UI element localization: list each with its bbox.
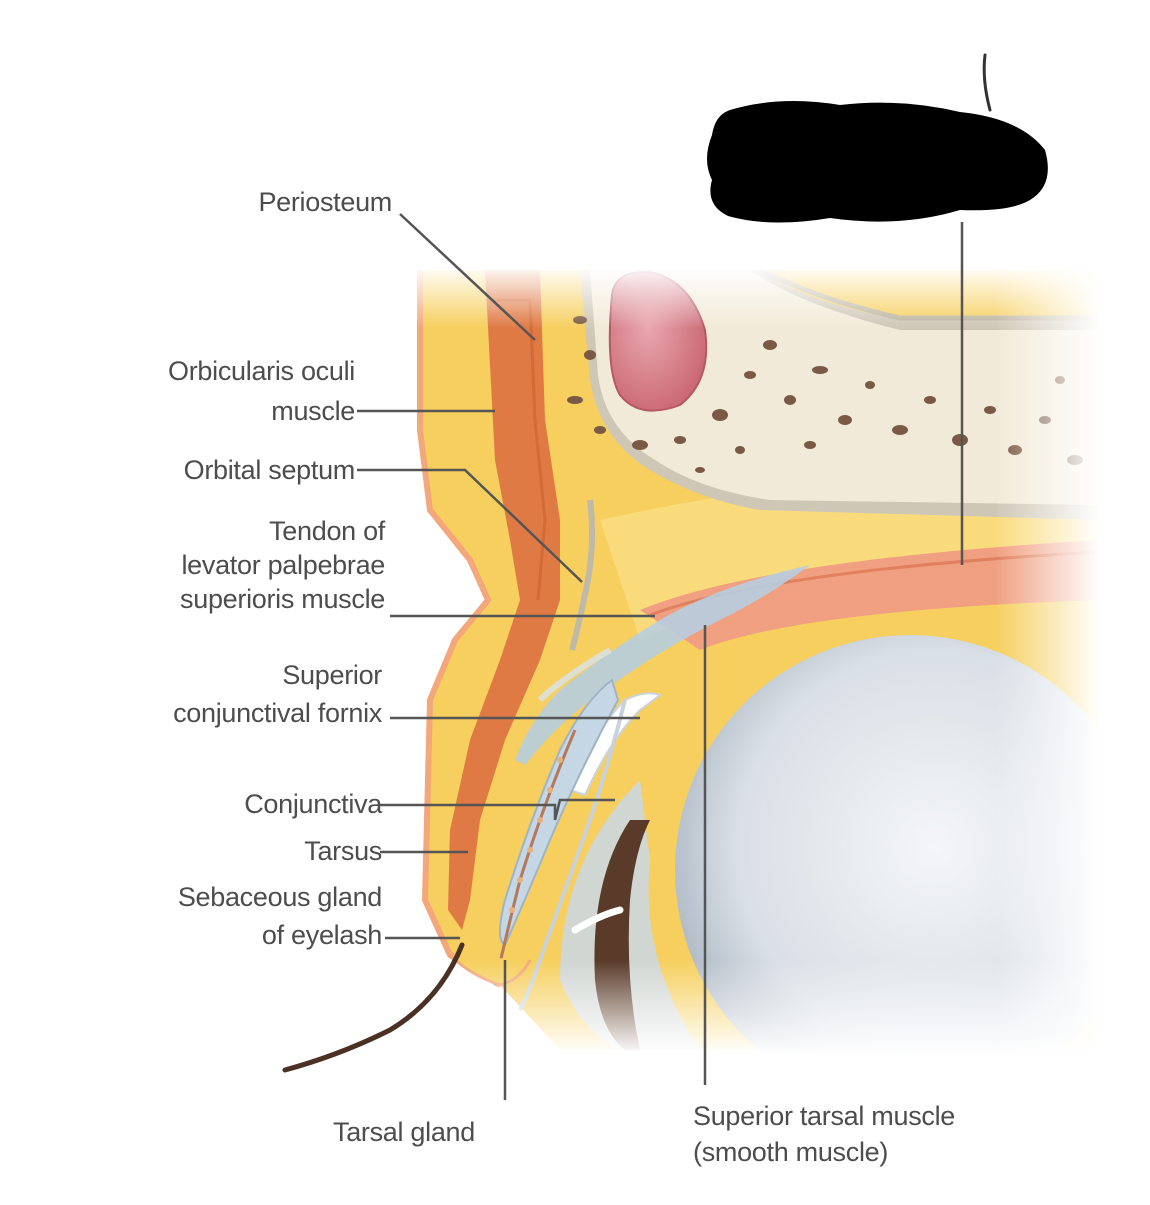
label-conjunctiva: Conjunctiva: [244, 789, 382, 819]
label-superior-conjunctival-fornix: Superior conjunctival fornix: [173, 660, 382, 728]
label-periosteum: Periosteum: [258, 187, 392, 217]
redaction-icon: [707, 101, 1048, 223]
label-tendon-levator: Tendon of levator palpebrae superioris m…: [180, 516, 385, 614]
label-superior-tarsal-muscle: Superior tarsal muscle (smooth muscle): [693, 1101, 956, 1167]
label-tarsal-gland: Tarsal gland: [333, 1117, 475, 1147]
pen-mark: [982, 53, 992, 112]
label-sebaceous-gland: Sebaceous gland of eyelash: [177, 882, 382, 950]
eyelash: [282, 942, 465, 1073]
leader-lines: [357, 213, 964, 1100]
label-tarsus: Tarsus: [304, 836, 382, 866]
label-orbital-septum: Orbital septum: [183, 455, 356, 485]
label-orbicularis-oculi: Orbicularis oculi muscle: [168, 356, 355, 426]
